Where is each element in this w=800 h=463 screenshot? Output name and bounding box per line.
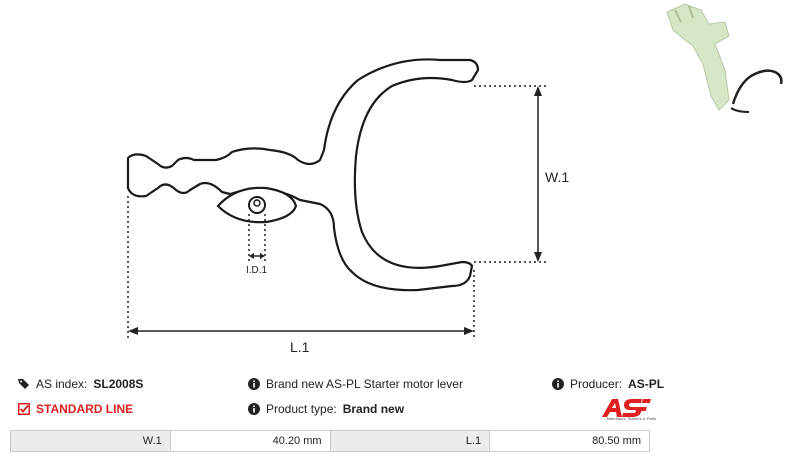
standard-line-text: STANDARD LINE	[36, 402, 134, 416]
info-icon	[248, 378, 260, 390]
product-photo	[666, 3, 783, 113]
spec-value: 80.50 mm	[489, 430, 650, 452]
as-pl-logo	[602, 399, 651, 417]
product-type-label: Product type:	[266, 402, 337, 416]
as-index-label: AS index:	[36, 377, 88, 391]
l1-label: L.1	[290, 339, 310, 355]
id1-label: I.D.1	[246, 265, 268, 276]
w1-label: W.1	[545, 169, 569, 185]
as-index-value: SL2008S	[93, 377, 144, 391]
description-text: Brand new AS-PL Starter motor lever	[266, 377, 463, 391]
pivot-pin	[248, 196, 266, 214]
standard-line: STANDARD LINE	[18, 402, 133, 416]
product-type-value: Brand new	[342, 402, 405, 416]
producer-label: Producer:	[570, 377, 623, 391]
producer: Producer: AS-PL	[552, 377, 664, 391]
info-icon	[552, 378, 564, 390]
specs-table: W.1 40.20 mm L.1 80.50 mm	[10, 430, 650, 452]
product-type: Product type: Brand new	[248, 402, 404, 416]
spec-value: 40.20 mm	[169, 430, 331, 452]
checkbox-checked-icon	[18, 403, 30, 415]
info-icon	[248, 403, 260, 415]
table-row: W.1 40.20 mm L.1 80.50 mm	[10, 430, 650, 452]
producer-value: AS-PL	[628, 377, 665, 391]
tags-icon	[18, 379, 29, 389]
technical-drawing: W.1 I.D.1 L.1	[126, 58, 569, 355]
description: Brand new AS-PL Starter motor lever	[248, 377, 463, 391]
logo-tagline: Alternators, Starters & Parts	[606, 416, 656, 421]
spec-name: L.1	[329, 430, 491, 452]
as-index: AS index: SL2008S	[18, 377, 143, 391]
spec-name: W.1	[10, 430, 171, 452]
lever-outline	[126, 58, 480, 292]
